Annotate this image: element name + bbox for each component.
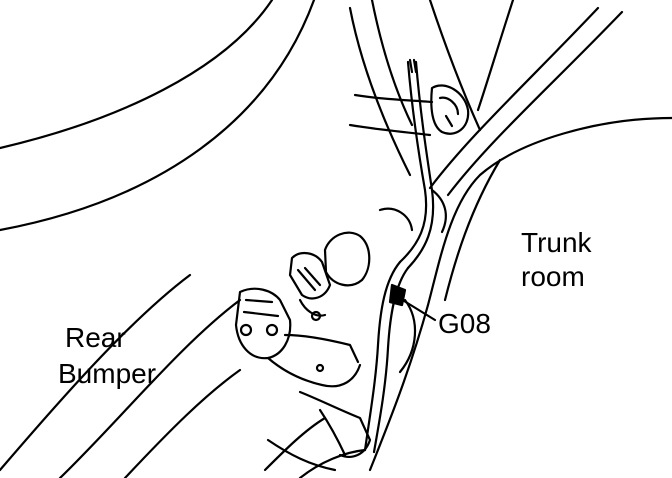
wire-harness	[363, 58, 447, 454]
lamp-housing	[288, 231, 371, 322]
trunk-room-label-line1: Trunk	[521, 227, 592, 258]
rear-bumper-label-line1: Rear	[65, 322, 126, 353]
trunk-edge	[368, 6, 672, 472]
trunk-room-label-line2: room	[521, 261, 585, 292]
rear-bumper-outline	[0, 0, 327, 478]
rear-bumper-label-line2: Bumper	[58, 358, 157, 389]
upper-connector	[430, 84, 470, 135]
ground-point-label: G08	[438, 308, 491, 339]
ground-g08-point	[388, 283, 437, 322]
floor-pan	[266, 207, 417, 478]
bracket-assembly	[234, 287, 372, 458]
